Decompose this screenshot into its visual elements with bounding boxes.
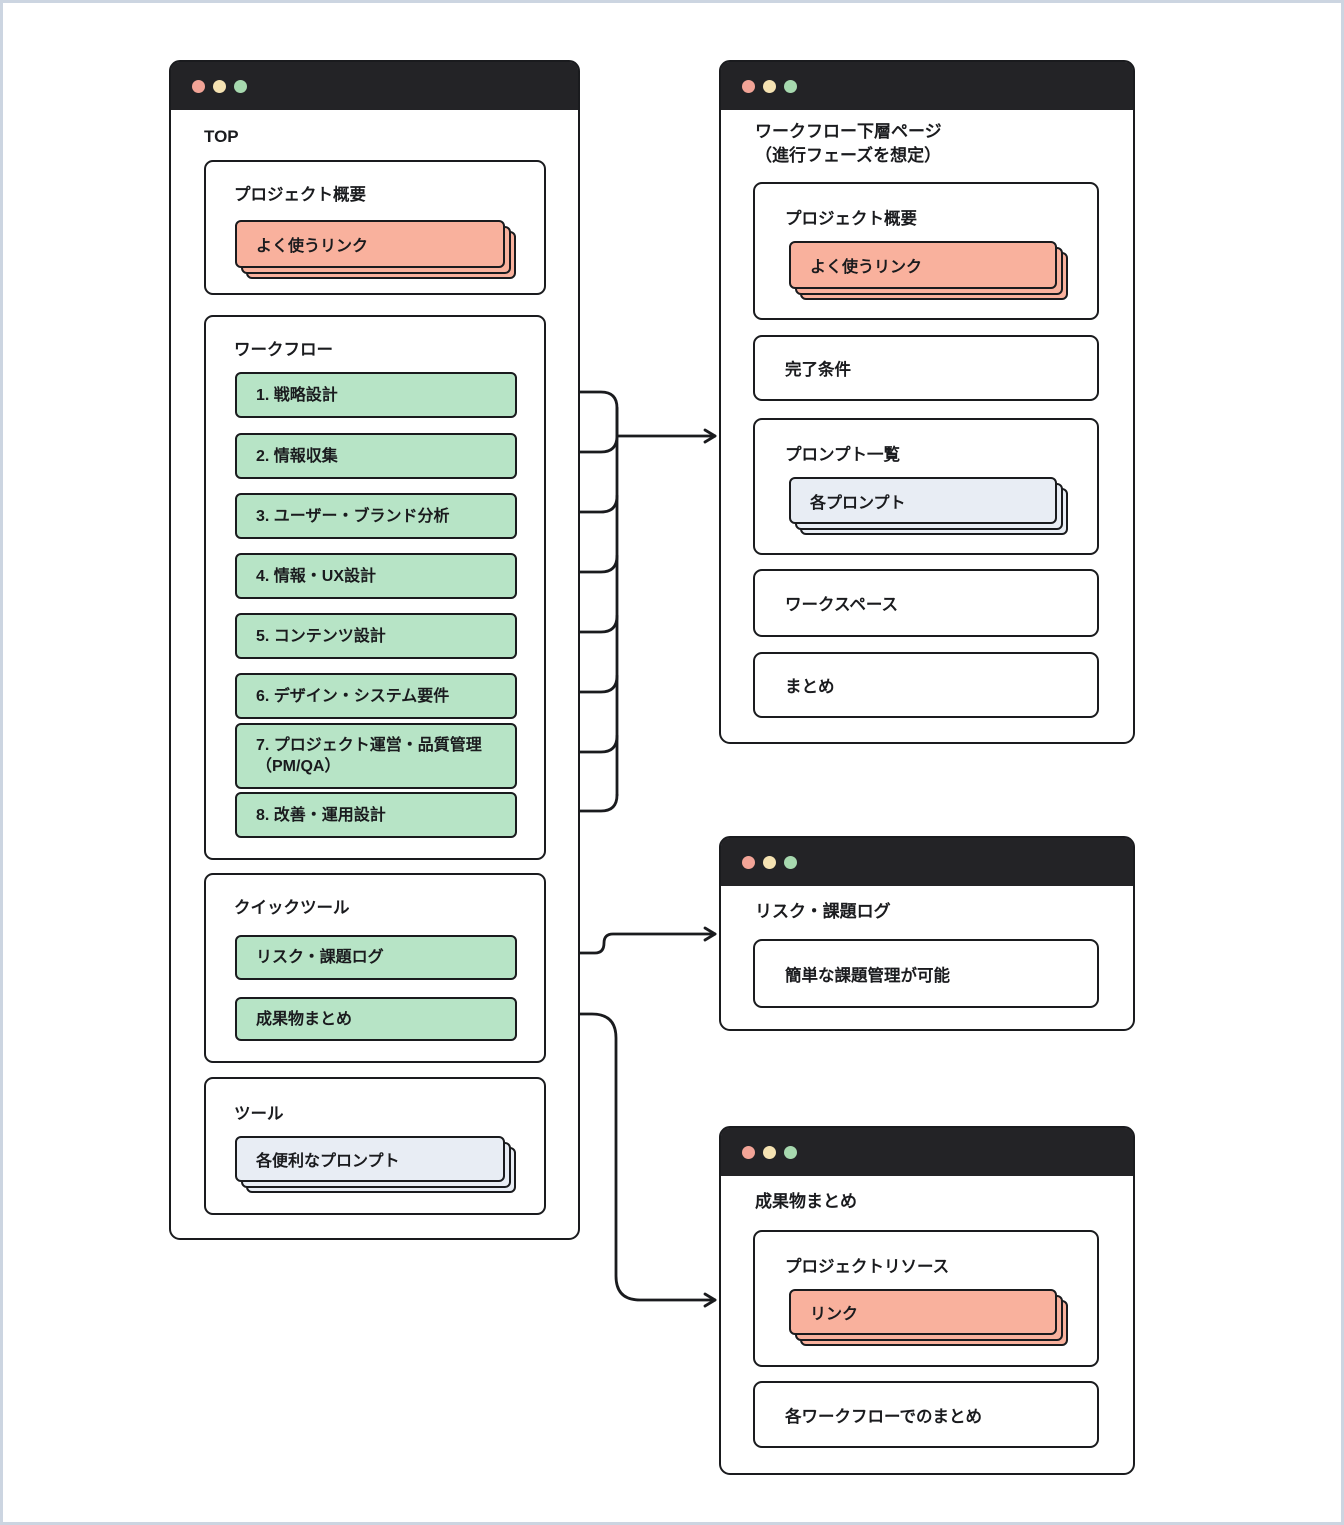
traffic-light-green-icon [784,79,797,93]
workflow-item-5[interactable]: 5. コンテンツ設計 [235,613,517,659]
box-completion-criteria: 完了条件 [753,335,1099,401]
window-top: TOP プロジェクト概要 よく使うリンク ワークフロー 1. 戦略設計 2. 情… [169,60,580,1240]
workflow-item-7[interactable]: 7. プロジェクト運営・品質管理（PM/QA） [235,723,517,789]
box-label: 完了条件 [785,361,851,379]
quick-tool-deliverables[interactable]: 成果物まとめ [235,997,517,1041]
box-simple-issue-management: 簡単な課題管理が可能 [753,939,1099,1008]
window-risk-log: リスク・課題ログ 簡単な課題管理が可能 [719,836,1135,1031]
section-label: ワークフロー [234,341,333,359]
workflow-item-8[interactable]: 8. 改善・運用設計 [235,792,517,838]
workflow-item-4[interactable]: 4. 情報・UX設計 [235,553,517,599]
traffic-light-yellow-icon [763,79,776,93]
workflow-item-2[interactable]: 2. 情報収集 [235,433,517,479]
box-workspace: ワークスペース [753,569,1099,637]
traffic-light-red-icon [192,79,205,93]
traffic-light-yellow-icon [213,79,226,93]
quick-tool-risk-log[interactable]: リスク・課題ログ [235,935,517,980]
page-title-line2: （進行フェーズを想定） [755,146,942,165]
window-deliverables: 成果物まとめ プロジェクトリソース リンク 各ワークフローでのまとめ [719,1126,1135,1475]
page-title-line1: ワークフロー下層ページ [755,122,942,141]
window-workflow-subpage: ワークフロー下層ページ （進行フェーズを想定） プロジェクト概要 よく使うリンク… [719,60,1135,744]
workflow-item-3[interactable]: 3. ユーザー・ブランド分析 [235,493,517,539]
stack-links: リンク [789,1289,1068,1346]
section-label: プロジェクト概要 [234,186,366,204]
box-workflow-summaries: 各ワークフローでのまとめ [753,1381,1099,1448]
section-project-overview: プロジェクト概要 よく使うリンク [204,160,546,295]
traffic-light-red-icon [742,1145,755,1159]
titlebar [171,62,578,110]
traffic-light-green-icon [234,79,247,93]
box-project-overview: プロジェクト概要 よく使うリンク [753,182,1099,320]
page-title-deliverables: 成果物まとめ [755,1192,857,1211]
section-workflow: ワークフロー 1. 戦略設計 2. 情報収集 3. ユーザー・ブランド分析 4.… [204,315,546,860]
section-label: ツール [234,1105,284,1123]
box-label: プロンプト一覧 [785,446,901,464]
workflow-item-6[interactable]: 6. デザイン・システム要件 [235,673,517,719]
frequent-links-card[interactable]: よく使うリンク [789,241,1057,289]
titlebar [721,838,1133,886]
box-prompt-list: プロンプト一覧 各プロンプト [753,418,1099,555]
section-label: クイックツール [234,899,350,917]
traffic-light-green-icon [784,855,797,869]
handy-prompts-card[interactable]: 各便利なプロンプト [235,1136,505,1182]
workflow-item-1[interactable]: 1. 戦略設計 [235,372,517,418]
box-summary: まとめ [753,652,1099,718]
section-tools: ツール 各便利なプロンプト [204,1077,546,1215]
box-label: まとめ [785,678,835,696]
box-project-resources: プロジェクトリソース リンク [753,1230,1099,1367]
frequent-links-card[interactable]: よく使うリンク [235,220,505,268]
page-title-risk-log: リスク・課題ログ [755,902,891,921]
each-prompt-card[interactable]: 各プロンプト [789,477,1057,524]
traffic-light-red-icon [742,855,755,869]
titlebar [721,62,1133,110]
stack-each-prompt: 各プロンプト [789,477,1068,535]
traffic-light-yellow-icon [763,1145,776,1159]
section-quick-tools: クイックツール リスク・課題ログ 成果物まとめ [204,873,546,1063]
stack-handy-prompts: 各便利なプロンプト [235,1136,516,1193]
box-label: 各ワークフローでのまとめ [785,1407,983,1426]
stack-frequent-links: よく使うリンク [235,220,516,279]
page-title-top: TOP [204,127,239,146]
links-card[interactable]: リンク [789,1289,1057,1335]
traffic-light-red-icon [742,79,755,93]
box-label: プロジェクト概要 [785,210,917,228]
box-label: 簡単な課題管理が可能 [785,966,950,985]
box-label: プロジェクトリソース [785,1258,950,1276]
traffic-light-green-icon [784,1145,797,1159]
box-label: ワークスペース [785,596,899,614]
traffic-light-yellow-icon [763,855,776,869]
titlebar [721,1128,1133,1176]
stack-frequent-links: よく使うリンク [789,241,1068,300]
